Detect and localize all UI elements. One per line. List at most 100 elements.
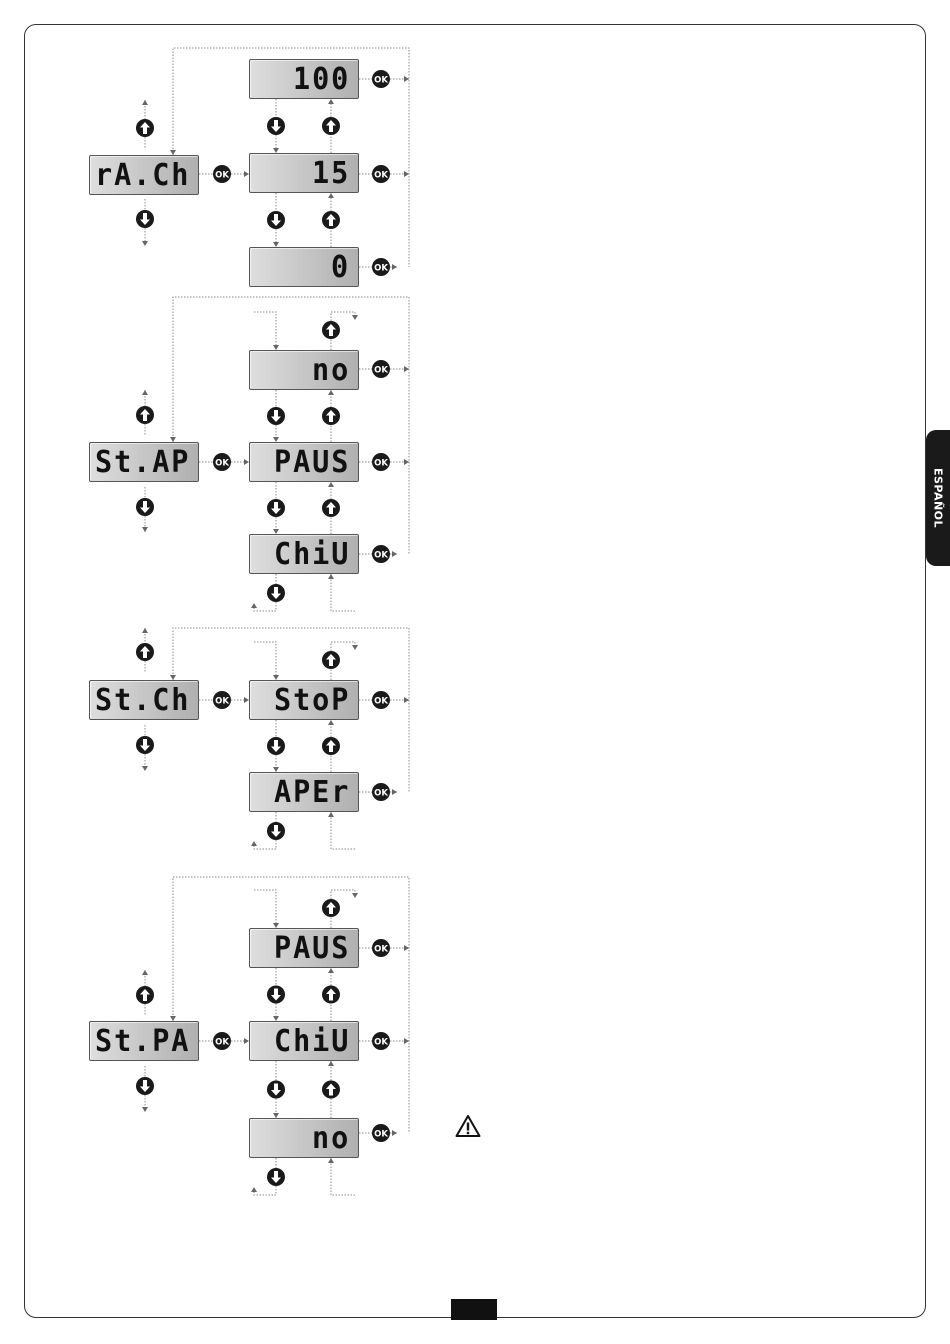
down-arrow-icon: [136, 498, 154, 516]
svg-text:OK: OK: [215, 171, 229, 181]
arrowhead-icon: [251, 841, 257, 846]
arrowhead-icon: [404, 1038, 409, 1044]
arrowhead-icon: [244, 459, 249, 465]
up-arrow-icon: [322, 651, 340, 669]
arrowhead-icon: [328, 720, 334, 725]
arrowhead-icon: [404, 171, 409, 177]
down-arrow-icon: [267, 1168, 285, 1186]
svg-text:OK: OK: [374, 459, 388, 469]
ok-button-icon: OK: [372, 783, 390, 801]
down-arrow-icon: [267, 117, 285, 135]
arrowhead-icon: [244, 697, 249, 703]
arrowhead-icon: [142, 390, 148, 395]
down-arrow-icon: [267, 407, 285, 425]
svg-text:OK: OK: [215, 459, 229, 469]
arrowhead-icon: [142, 970, 148, 975]
svg-text:OK: OK: [374, 366, 388, 376]
connector-line: [331, 1158, 355, 1195]
arrowhead-icon: [142, 1107, 148, 1112]
arrowhead-icon: [392, 264, 397, 270]
arrowhead-icon: [142, 527, 148, 532]
arrowhead-icon: [328, 193, 334, 198]
ok-button-icon: OK: [372, 1032, 390, 1050]
svg-text:OK: OK: [374, 551, 388, 561]
up-arrow-icon: [136, 119, 154, 137]
up-arrow-icon: [136, 406, 154, 424]
connector-line: [254, 1186, 276, 1195]
up-arrow-icon: [136, 986, 154, 1004]
ok-button-icon: OK: [372, 939, 390, 957]
up-arrow-icon: [322, 321, 340, 339]
arrowhead-icon: [273, 675, 279, 680]
svg-text:OK: OK: [374, 264, 388, 274]
arrowhead-icon: [170, 150, 176, 155]
arrowhead-icon: [328, 482, 334, 487]
down-arrow-icon: [267, 1081, 285, 1099]
connector-line: [331, 890, 355, 899]
up-arrow-icon: [322, 737, 340, 755]
down-arrow-icon: [267, 499, 285, 517]
arrowhead-icon: [273, 345, 279, 350]
up-arrow-icon: [322, 1081, 340, 1099]
down-arrow-icon: [267, 211, 285, 229]
connector-line: [173, 628, 409, 792]
arrowhead-icon: [273, 437, 279, 442]
connector-line: [254, 602, 276, 611]
arrowhead-icon: [328, 390, 334, 395]
up-arrow-icon: [322, 211, 340, 229]
arrowhead-icon: [328, 1061, 334, 1066]
arrowhead-icon: [273, 1113, 279, 1118]
arrowhead-icon: [328, 1158, 334, 1163]
up-arrow-icon: [322, 899, 340, 917]
arrowhead-icon: [404, 76, 409, 82]
down-arrow-icon: [267, 737, 285, 755]
ok-button-icon: OK: [372, 70, 390, 88]
svg-text:OK: OK: [374, 1038, 388, 1048]
arrowhead-icon: [273, 242, 279, 247]
up-arrow-icon: [322, 407, 340, 425]
connector-line: [254, 312, 276, 350]
warning-icon: [455, 1114, 481, 1138]
ok-button-icon: OK: [372, 453, 390, 471]
svg-text:OK: OK: [374, 789, 388, 799]
up-arrow-icon: [136, 643, 154, 661]
connector-line: [254, 840, 276, 849]
ok-button-icon: OK: [372, 545, 390, 563]
arrowhead-icon: [244, 1038, 249, 1044]
arrowhead-icon: [328, 968, 334, 973]
down-arrow-icon: [136, 736, 154, 754]
arrowhead-icon: [352, 645, 358, 650]
arrowhead-icon: [392, 1130, 397, 1136]
svg-text:OK: OK: [215, 697, 229, 707]
connector-line: [331, 812, 355, 849]
down-arrow-icon: [267, 822, 285, 840]
arrowhead-icon: [352, 315, 358, 320]
arrowhead-icon: [328, 574, 334, 579]
down-arrow-icon: [267, 584, 285, 602]
connector-line: [331, 312, 355, 321]
ok-button-icon: OK: [372, 165, 390, 183]
svg-text:OK: OK: [374, 171, 388, 181]
connector-line: [254, 642, 276, 680]
arrowhead-icon: [142, 241, 148, 246]
connector-line: [173, 877, 409, 1133]
arrowhead-icon: [404, 459, 409, 465]
arrowhead-icon: [142, 766, 148, 771]
arrowhead-icon: [352, 893, 358, 898]
ok-button-icon: OK: [372, 1124, 390, 1142]
up-arrow-icon: [322, 499, 340, 517]
arrowhead-icon: [273, 767, 279, 772]
up-arrow-icon: [322, 986, 340, 1004]
arrowhead-icon: [170, 675, 176, 680]
down-arrow-icon: [136, 210, 154, 228]
arrowhead-icon: [251, 1187, 257, 1192]
arrowhead-icon: [251, 603, 257, 608]
arrowhead-icon: [404, 366, 409, 372]
arrowhead-icon: [170, 437, 176, 442]
connector-line: [254, 890, 276, 928]
ok-button-icon: OK: [372, 258, 390, 276]
svg-text:OK: OK: [374, 945, 388, 955]
arrowhead-icon: [273, 529, 279, 534]
arrowhead-icon: [404, 945, 409, 951]
